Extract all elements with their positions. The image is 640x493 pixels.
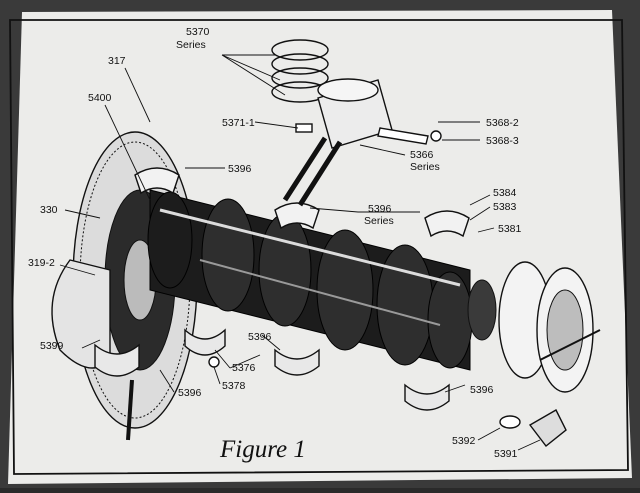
label-5370: 5370: [186, 26, 210, 38]
part-labels: 5370 Series 317 5400 5371-1 5368-2 5368-…: [28, 26, 522, 460]
label-5378: 5378: [222, 380, 246, 392]
label-5366: 5366: [410, 149, 434, 161]
label-5399: 5399: [40, 340, 64, 352]
crankshaft: [147, 189, 473, 371]
figure-border: [9, 19, 629, 475]
label-5400: 5400: [88, 92, 112, 104]
label-5396-bottom-left: 5396: [178, 387, 202, 399]
pulleys: [467, 261, 601, 393]
leader-lines: [59, 54, 541, 451]
label-5396-bottom-right: 5396: [470, 384, 494, 396]
label-317: 317: [108, 55, 126, 67]
label-5396-top: 5396: [228, 163, 252, 175]
label-5370-series: Series: [176, 39, 206, 51]
label-5396-middle: 5396: [248, 331, 272, 343]
label-319-2: 319-2: [28, 257, 55, 269]
label-5381: 5381: [498, 223, 522, 235]
label-5396-series-word: Series: [364, 215, 394, 227]
label-5368-2: 5368-2: [486, 117, 519, 129]
piston-assembly: [271, 39, 442, 207]
label-5384: 5384: [493, 187, 517, 199]
figure-caption: Figure 1: [219, 436, 306, 463]
small-parts: [126, 356, 567, 447]
label-5396-series: 5396: [368, 203, 392, 215]
label-5383: 5383: [493, 201, 517, 213]
bearing-caps: [94, 328, 450, 411]
label-5371-1: 5371-1: [222, 117, 255, 129]
label-5392: 5392: [452, 435, 476, 447]
label-5368-3: 5368-3: [486, 135, 519, 147]
label-5366-series: Series: [410, 161, 440, 173]
label-5376: 5376: [232, 362, 256, 374]
label-330: 330: [40, 204, 58, 216]
bearing-shells: [134, 167, 470, 238]
label-5391: 5391: [494, 448, 518, 460]
